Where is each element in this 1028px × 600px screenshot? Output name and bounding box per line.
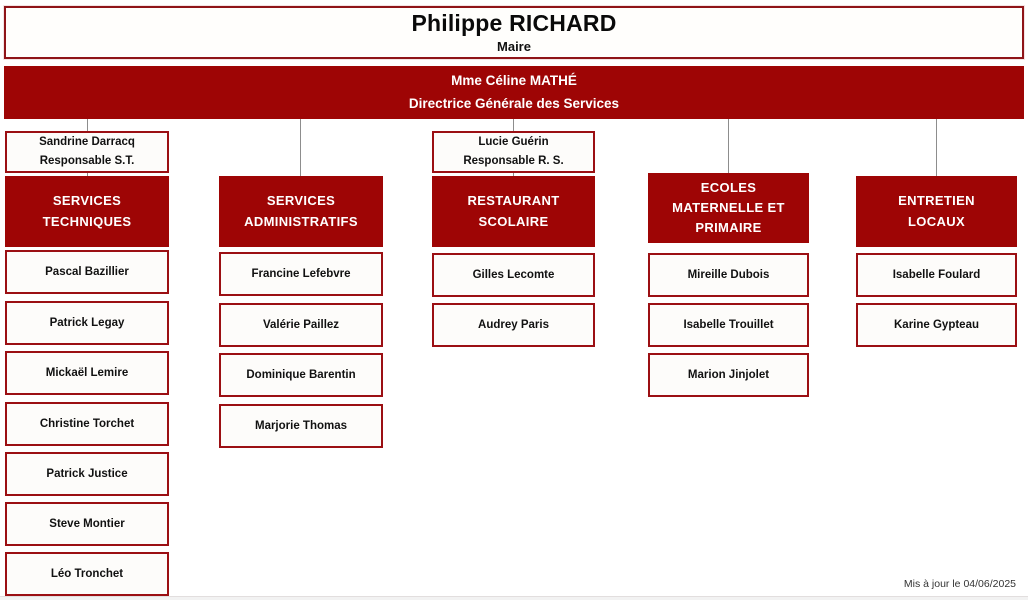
staff-name: Mireille Dubois [687,269,770,281]
staff-name: Dominique Barentin [246,369,356,381]
manager-role: Responsable S.T. [39,155,135,167]
manager-name: Lucie Guérin [478,136,549,149]
department-line: ECOLES [700,179,757,195]
staff-name: Patrick Legay [49,317,125,329]
director-role: Directrice Générale des Services [408,95,620,111]
department-line: ADMINISTRATIFS [244,213,358,229]
staff-name: Patrick Justice [46,468,128,480]
page-bottom-rule [0,596,1028,600]
staff-name: Marion Jinjolet [687,369,770,381]
staff-box: Valérie Paillez [219,303,383,347]
staff-box: Mickaël Lemire [5,351,169,395]
director-name: Mme Céline MATHÉ [451,73,577,89]
department-line: ENTRETIEN [898,193,975,209]
last-updated-note: Mis à jour le 04/06/2025 [903,578,1016,590]
department-header-restaurant-scolaire: RESTAURANT SCOLAIRE [432,176,595,247]
staff-name: Mickaël Lemire [45,367,129,379]
connector-col-4 [728,95,729,174]
head-name: Philippe RICHARD [411,10,617,37]
staff-box: Steve Montier [5,502,169,546]
staff-box: Patrick Legay [5,301,169,345]
staff-box: Isabelle Trouillet [648,303,809,347]
department-header-entretien-locaux: ENTRETIEN LOCAUX [856,176,1017,247]
staff-name: Francine Lefebvre [251,268,351,280]
department-line: TECHNIQUES [42,213,132,229]
staff-name: Valérie Paillez [262,319,340,331]
staff-box: Karine Gypteau [856,303,1017,347]
staff-name: Marjorie Thomas [254,420,348,432]
manager-box-services-techniques: Sandrine Darracq Responsable S.T. [5,131,169,173]
staff-name: Léo Tronchet [50,568,124,580]
staff-box: Isabelle Foulard [856,253,1017,297]
staff-box: Gilles Lecomte [432,253,595,297]
manager-box-restaurant-scolaire: Lucie Guérin Responsable R. S. [432,131,595,173]
staff-box: Mireille Dubois [648,253,809,297]
staff-box: Francine Lefebvre [219,252,383,296]
staff-box: Marion Jinjolet [648,353,809,397]
department-header-services-techniques: SERVICES TECHNIQUES [5,176,169,247]
staff-name: Audrey Paris [478,319,549,331]
staff-name: Steve Montier [49,518,125,530]
department-line: LOCAUX [908,213,965,229]
staff-name: Pascal Bazillier [45,266,129,278]
staff-box: Pascal Bazillier [5,250,169,294]
department-line: SCOLAIRE [478,213,549,229]
staff-box: Audrey Paris [432,303,595,347]
staff-box: Léo Tronchet [5,552,169,596]
staff-box: Patrick Justice [5,452,169,496]
department-line: PRIMAIRE [695,220,762,236]
department-line: RESTAURANT [467,193,560,209]
department-header-services-administratifs: SERVICES ADMINISTRATIFS [219,176,383,247]
staff-name: Gilles Lecomte [472,269,555,281]
director-general-banner: Mme Céline MATHÉ Directrice Générale des… [4,66,1024,119]
head-of-organisation-box: Philippe RICHARD Maire [4,6,1024,59]
staff-name: Christine Torchet [39,418,135,430]
connector-col-2 [300,95,301,176]
staff-name: Isabelle Foulard [892,269,981,281]
manager-role: Responsable R. S. [463,155,564,167]
department-line: MATERNELLE ET [672,199,785,215]
staff-box: Christine Torchet [5,402,169,446]
department-header-ecoles-maternelle-primaire: ECOLES MATERNELLE ET PRIMAIRE [648,173,809,243]
connector-col-5 [936,95,937,176]
staff-name: Karine Gypteau [894,319,979,331]
department-line: SERVICES [266,193,336,209]
head-role: Maire [497,38,531,54]
staff-box: Marjorie Thomas [219,404,383,448]
department-line: SERVICES [52,193,122,209]
staff-box: Dominique Barentin [219,353,383,397]
manager-name: Sandrine Darracq [39,136,135,149]
staff-name: Isabelle Trouillet [683,319,774,331]
